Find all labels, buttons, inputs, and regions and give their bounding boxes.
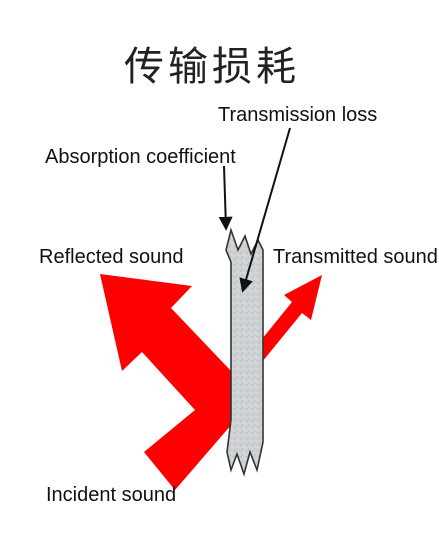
incident-reflected-arrow: [100, 274, 232, 490]
absorption-coefficient-label: Absorption coefficient: [45, 146, 236, 168]
transmitted-sound-arrow: [262, 275, 322, 362]
transmitted-sound-label: Transmitted sound: [273, 246, 438, 268]
diagram-title: 传输损耗: [124, 44, 300, 90]
wall-panel: [225, 227, 264, 477]
reflected-sound-label: Reflected sound: [39, 246, 184, 268]
transmission-loss-pointer: [239, 127, 291, 293]
transmission-loss-label: Transmission loss: [218, 104, 377, 126]
incident-sound-label: Incident sound: [46, 484, 176, 506]
absorption-pointer: [218, 165, 233, 231]
